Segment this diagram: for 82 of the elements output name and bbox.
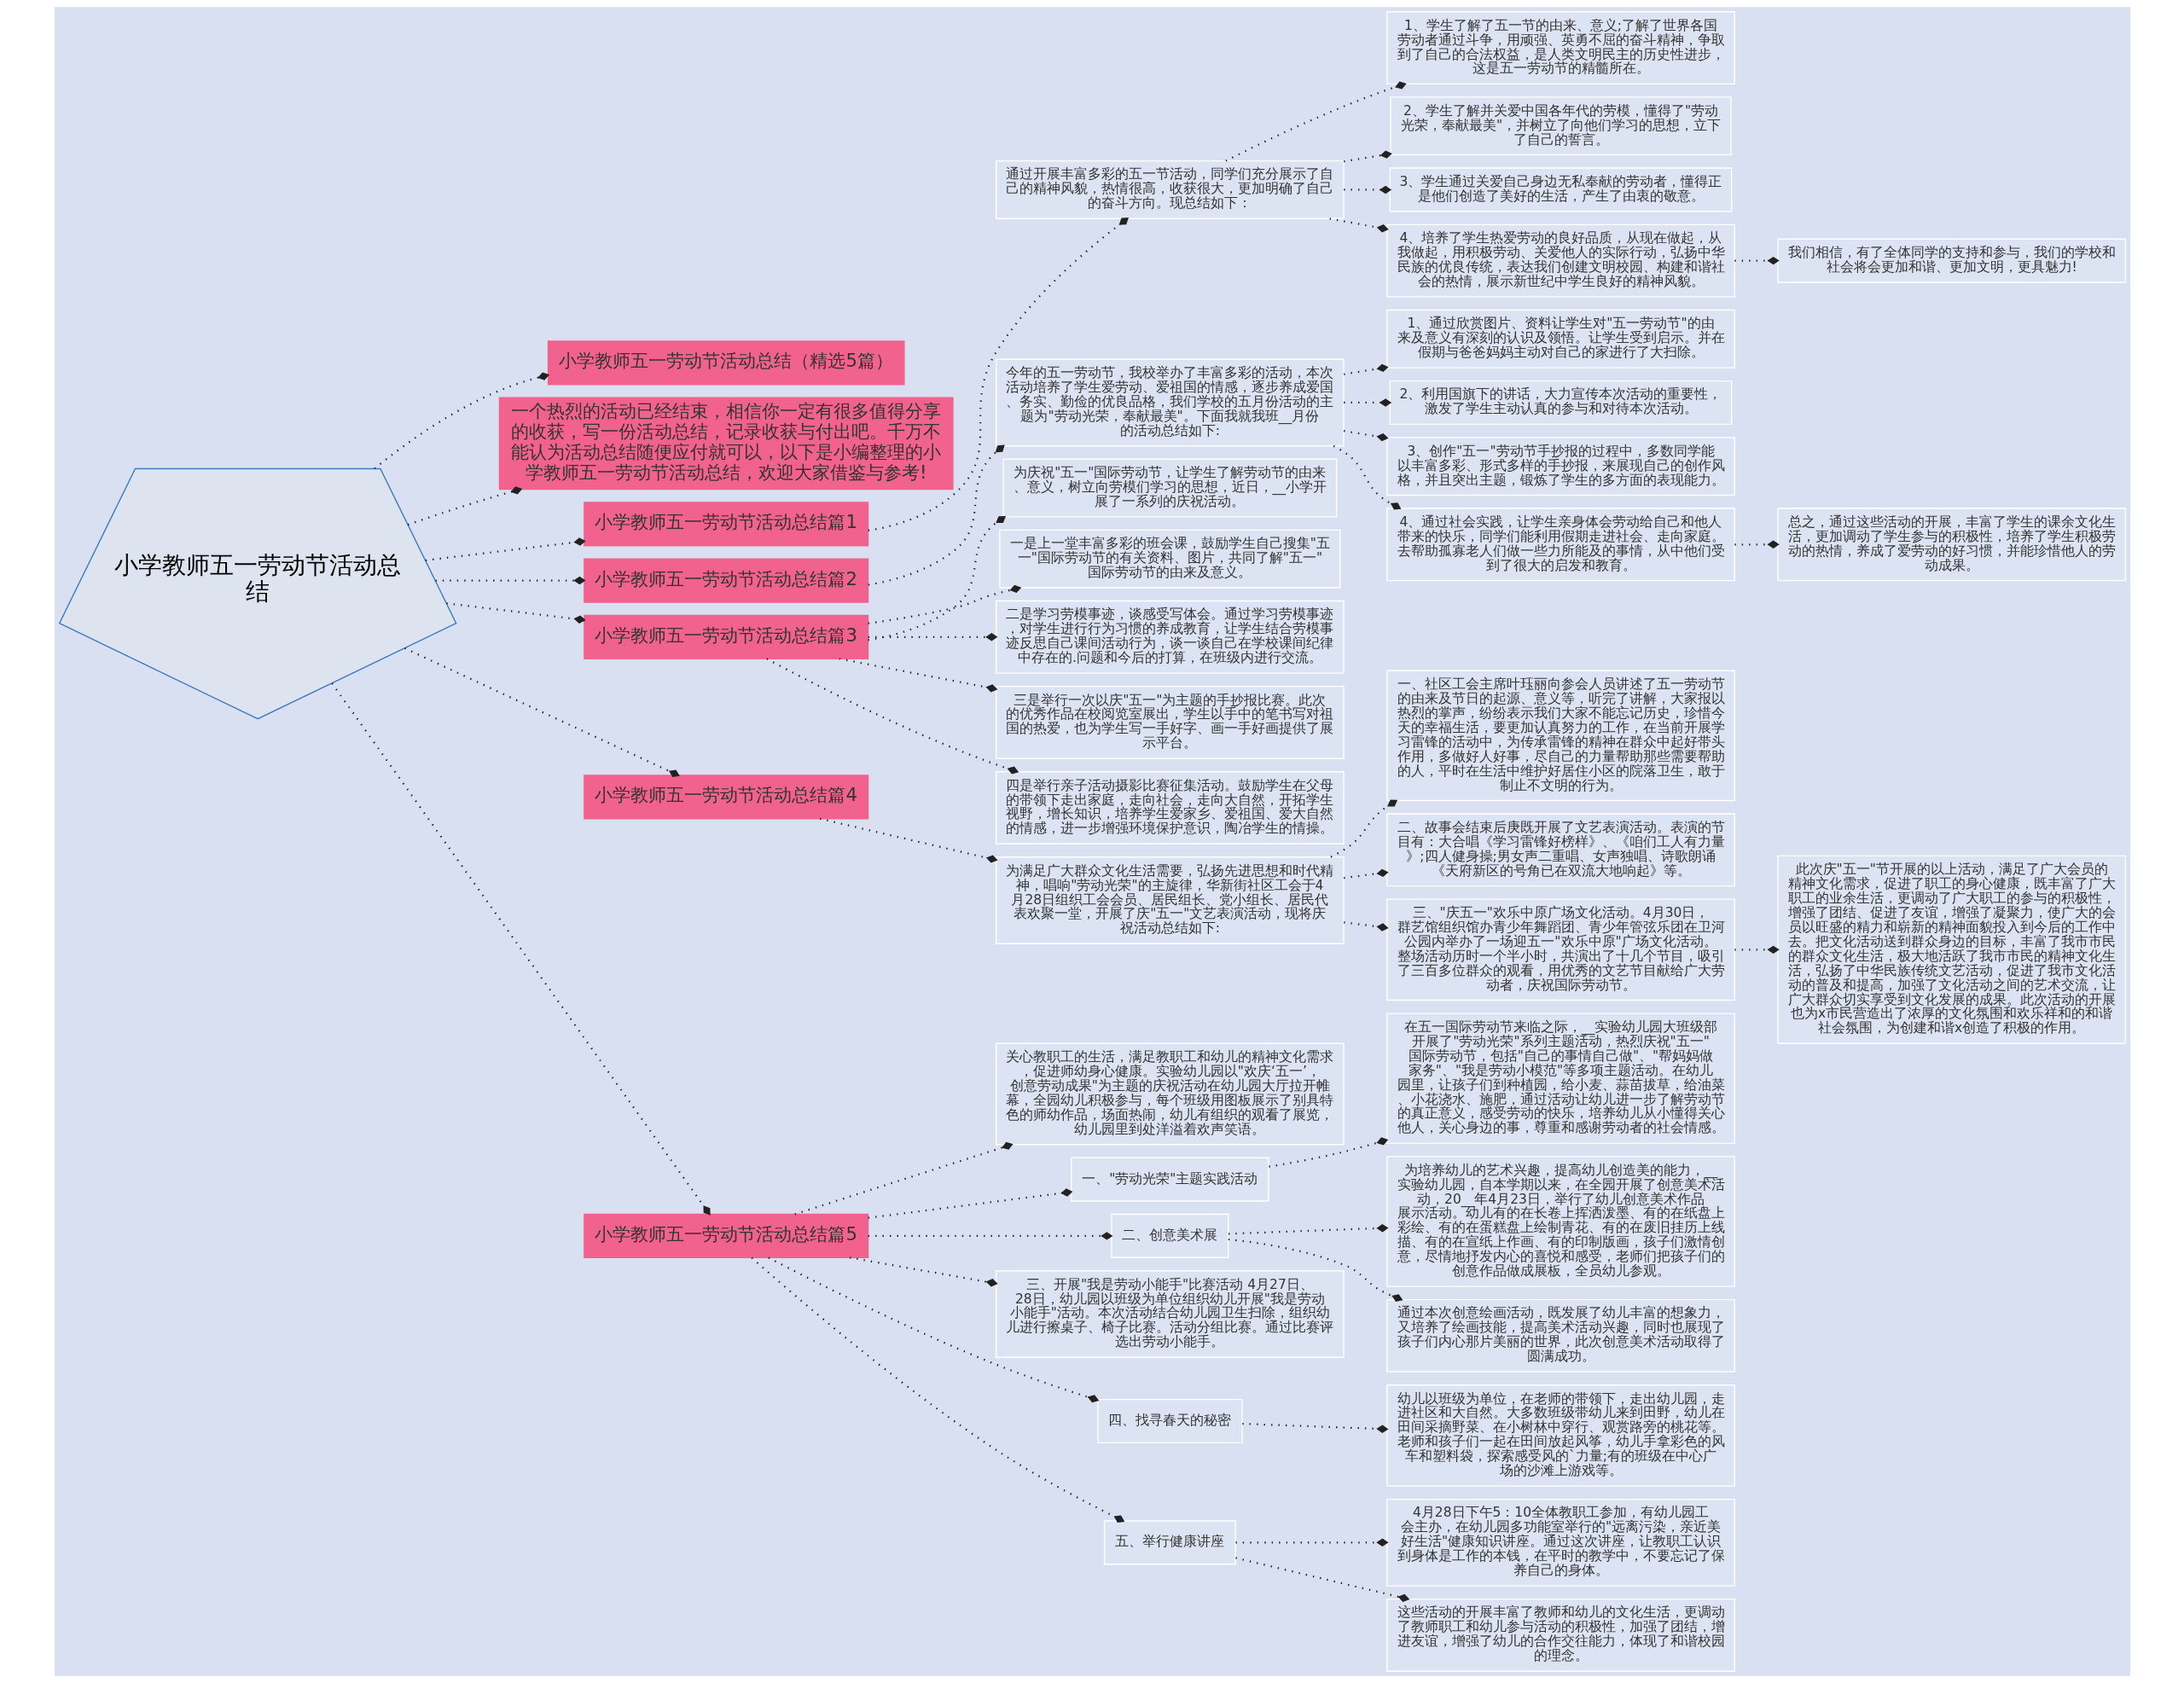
connector [1328,218,1389,233]
connector [445,602,586,624]
connector [1224,81,1407,162]
connector [1343,430,1389,442]
node-box: 在五一国际劳动节来临之际，__实验幼儿园大班级部开展了"劳动光荣"系列主题活动，热烈庆祝"五一"国际劳动节，包括"自己的事情自己做"、"帮妈妈做家务"、"我是劳动小模范"等多项主题活动。在幼儿园里，让孩子们到种植园，给小麦、蒜苗拔草，给油菜、小花浇水、施肥，通过活动让幼儿进一步了解劳动节的真正意义，感受劳动的快乐，培养幼儿从小懂得关心他人，关心身边的事，尊重和感谢劳动者的社会情感。 [1385,1013,1735,1145]
node-box: 四、找寻春天的秘密 [1096,1398,1243,1444]
node-box: 此次庆"五一"节开展的以上活动，满足了广大会员的精神文化需求，促进了职工的身心健康，既丰富了广大职工的业余生活，更调动了广大职工的参与的积极性，增强了团结、促进了友谊，增强了凝聚力，使广大的会员以旺盛的精力和崭新的精神面貌投入到今后的工作中去。把文化活动送到群众身边的目标，丰富了我市市民的群众文化生活，极大地活跃了我市市民的精神文化生活，弘扬了中华民族传统文艺活动，促进了我市文化活动的普及和提高，加强了文化活动之间的艺术交流，让广大群众切实享受到文化发展的成果。此次活动的开展也为x市民营造出了浓厚的文化氛围和欢乐祥和的和谐社会氛围，为创建和谐x创造了积极的作用。 [1776,855,2126,1045]
node-box: 三、开展"我是劳动小能手"比赛活动 4月27日、28日，幼儿园以班级为单位组织幼儿开展"我是劳动小能手"活动。本次活动结合幼儿园卫生扫除，组织幼儿进行擦桌子、椅子比赛。活动分组比赛。通过比赛评选出劳动小能手。 [995,1270,1345,1358]
node-box: 这些活动的开展丰富了教师和幼儿的文化生活，更调动了教师职工和幼儿参与活动的积极性，加强了团结，增进友谊，增强了幼儿的合作交往能力，体现了和谐校园的理念。 [1385,1598,1735,1672]
connector [1343,185,1391,194]
connector [839,658,997,693]
node-box: 总之，通过这些活动的开展，丰富了学生的课余文化生活，更加调动了学生参与的积极性，培养了学生积极劳动的热情，养成了爱劳动的好习惯，并能珍惜他人的劳动成果。 [1776,508,2126,582]
connector [1228,1238,1403,1302]
connector [1734,945,1780,955]
node-box: 通过开展丰富多彩的五一节活动，同学们充分展示了自己的精神风貌，热情很高，收获很大，更加明确了自己的奋斗方向。现总结如下： [995,160,1345,219]
node-box: 幼儿以班级为单位，在老师的带领下，走出幼儿园，走进社区和大自然。大多数班级带幼儿来到田野，幼儿在田间采摘野菜、在小树林中穿行、观赏路旁的桃花等。老师和孩子们一起在田间放起风筝，幼儿手拿彩色的风车和塑料袋，探索感受风的`力量;有的班级在中心广场的沙滩上游戏等。 [1385,1384,1735,1487]
connector [1734,540,1780,549]
connector [1343,868,1389,879]
connector [867,516,1006,641]
node-box: 1、学生了解了五一节的由来、意义;了解了世界各国劳动者通过斗争，用顽强、英勇不屈的奋斗精神，争取到了自己的合法权益，是人类文明民主的历史性进步，这是五一劳动节的精髓所在。 [1385,11,1735,85]
connector [1343,921,1389,931]
connector [868,1232,1112,1240]
node-box: 通过本次创意绘画活动，既发展了幼儿丰富的想象力，又培养了绘画技能，提高美术活动兴趣，同时也展现了孩子们内心那片美丽的世界，此次创意美术活动取得了圆满成功。 [1385,1298,1735,1373]
node-box: 五、举行健康讲座 [1103,1520,1236,1565]
node-box: 4、培养了学生热爱劳动的良好品质，从现在做起，从我做起，用积极劳动、关爱他人的实际行动，弘扬中华民族的优良传统，表达我们创建文明校园、构建和谐社会的热情，展示新世纪中学生良好的精神风貌。 [1385,223,1735,298]
connector [1343,398,1391,407]
connector [765,658,1019,775]
node-box: 我们相信，有了全体同学的支持和参与，我们的学校和社会将会更加和谐、更加文明，更具魅力! [1776,238,2126,283]
connector [819,817,998,863]
connector [1228,1223,1388,1235]
node-box: 二、创意美术展 [1110,1213,1228,1258]
connector [1268,1137,1388,1168]
node-box: 小学教师五一劳动节活动总结篇4 [583,775,868,820]
connector [1333,444,1401,510]
node-box: 二是学习劳模事迹，谈感受写体会。通过学习劳模事迹，对学生进行行为习惯的养成教育，让学生结合劳模事迹反思自己课间活动行为，谈一谈自己在学校课间纪律中存在的.问题和今后的打算，在班级内进行交流。 [995,600,1345,674]
connector [868,633,997,641]
connector [425,537,586,562]
node-box: 小学教师五一劳动节活动总结篇1 [583,502,868,547]
node-box: 2、学生了解并关爱中国各年代的劳模，懂得了"劳动光荣，奉献最美"，并树立了向他们学习的思想，立下了自己的誓言。 [1389,96,1732,156]
connector [849,1256,998,1287]
connector [407,486,522,526]
connector [868,584,1021,624]
node-box: 小学教师五一劳动节活动总结（精选5篇） [547,340,905,386]
node-box: 为满足广大群众文化生活需要，弘扬先进思想和时代精神，唱响"劳动光荣"的主旋律，华新街社区工会于4月28日组织工会会员、居民组长、党小组长、居民代表欢聚一堂，开展了庆"五一"文艺表演活动，现将庆祝活动总结如下: [995,856,1345,945]
node-box: 一个热烈的活动已经结束，相信你一定有很多值得分享的收获，写一份活动总结，记录收获与付出吧。千万不能认为活动总结随便应付就可以，以下是小编整理的小学教师五一劳动节活动总结，欢迎大家借鉴与参考! [498,397,954,490]
connector [1343,150,1392,163]
connector [868,444,1005,586]
node-box: 三、"庆五一"欢乐中原广场文化活动。4月30日，群艺馆组织馆办青少年舞蹈团、青少年管弦乐团在卫河公园内举办了一场迎五一"欢乐中原"广场文化活动。整场活动历时一个半小时，共演出了十几个节目，吸引了三百多位群众的观看，用优秀的文艺节目献给广大劳动者，庆祝国际劳动节。 [1385,898,1735,1001]
connector [867,218,1129,532]
node-box: 今年的五一劳动节，我校举办了丰富多彩的活动，本次活动培养了学生爱劳动、爱祖国的情感，逐步养成爱国、务实、勤俭的优良品格，我们学校的五月份活动的主题为"劳动光荣，奉献最美"。下面我就我班__月份的活动总结如下: [995,358,1345,447]
node-box: 小学教师五一劳动节活动总结篇5 [583,1213,868,1258]
connector [793,1141,1014,1216]
node-box: 3、学生通过关爱自己身边无私奉献的劳动者，懂得正是他们创造了美好的生活，产生了由衷的敬意。 [1389,167,1732,212]
node-box: 关心教职工的生活，满足教职工和幼儿的精神文化需求，促进师幼身心健康。实验幼儿园以"欢庆‘五一’，创意劳动成果"为主题的庆祝活动在幼儿园大厅拉开帷幕，全园幼儿积极参与，每个班级用图板展示了别具特色的师幼作品，场面热闹，幼儿有组织的观看了展览，幼儿园里到处洋溢着欢声笑语。 [995,1042,1345,1146]
node-box: 四是举行亲子活动摄影比赛征集活动。鼓励学生在父母的带领下走出家庭，走向社会，走向大自然，开拓学生视野，增长知识，培养学生爱家乡、爱祖国、爱大自然的情感，进一步增强环境保护意识，陶冶学生的情操。 [995,771,1345,845]
node-box: 小学教师五一劳动节活动总结篇3 [583,614,868,659]
connector [1343,363,1389,375]
connector [330,682,711,1216]
connector [767,1256,1099,1403]
connector [434,576,585,585]
connector [404,647,680,778]
connector [751,1256,1124,1523]
connector [1734,256,1780,265]
node-box: 3、创作"五一"劳动节手抄报的过程中，多数同学能以丰富多彩、形式多样的手抄报，来展现自己的创作风格，并且突出主题，锻炼了学生的多方面的表现能力。 [1385,437,1735,496]
node-box: 一、社区工会主席叶珏丽向参会人员讲述了五一劳动节的由来及节日的起源、意义等，听完了讲解，大家报以热烈的掌声，纷纷表示我们大家不能忘记历史，珍惜今天的幸福生活，要更加认真努力的工作，在当前开展学习雷锋的活动中，为传承雷锋的精神在群众中起好带头作用，多做好人好事，尽自己的力量帮助那些需要帮助的人，平时在生活中维护好居住小区的院落卫生，敢于制止不文明的行为。 [1385,670,1735,802]
node-box: 4、通过社会实践，让学生亲身体会劳动给自己和他人带来的快乐，同学们能利用假期走进社会、走向家庭。去帮助孤寡老人们做一些力所能及的事情，从中他们受到了很大的启发和教育。 [1385,508,1735,582]
node-box: 为庆祝"五一"国际劳动节，让学生了解劳动节的由来、意义，树立向劳模们学习的思想，近日，__小学开展了一系列的庆祝活动。 [1002,458,1337,518]
node-box: 三是举行一次以庆"五一"为主题的手抄报比赛。此次的优秀作品在校阅览室展出，学生以手中的笔书写对祖国的热爱，也为学生写一手好字、画一手好画提供了展示平台。 [995,685,1345,759]
connector [1330,799,1397,858]
node-box: 一、"劳动光荣"主题实践活动 [1070,1157,1269,1202]
node-box: 4月28日下午5：10全体教职工参加，有幼儿园工会主办，在幼儿园多功能室举行的"远离污染，亲近美好生活"健康知识讲座。通过这次讲座，让教职工认识到身体是工作的本钱，在平时的教学中，不要忘记了保养自己的身体。 [1385,1498,1735,1587]
connector [373,372,549,470]
node-box: 一是上一堂丰富多彩的班会课，鼓励学生自己搜集"五一"国际劳动节的有关资料、图片，共同了解"五一"国际劳动节的由来及意义。 [998,529,1341,589]
node-box: 1、通过欣赏图片、资料让学生对"五一劳动节"的由来及意义有深刻的认识及领悟。让学生受到启示。并在假期与爸爸妈妈主动对自己的家进行了大扫除。 [1385,309,1735,369]
connector [868,1188,1072,1219]
node-box: 2、利用国旗下的讲话，大力宣传本次活动的重要性，激发了学生主动认真的参与和对待本次活动。 [1389,380,1732,426]
connector [1234,1557,1409,1602]
node-box: 小学教师五一劳动节活动总结篇2 [583,558,868,603]
connector [1235,1538,1389,1547]
node-box: 二、故事会结束后庚既开展了文艺表演活动。表演的节目有：大合唱《学习雷锋好榜样》、《咱们工人有力量》;四人健身操;男女声二重唱、女声独唱、诗歌朗诵《天府新区的号角已在双流大地响起》等。 [1385,813,1735,887]
connector [1241,1422,1388,1433]
node-box: 为培养幼儿的艺术兴趣，提高幼儿创造美的能力，__实验幼儿园，自本学期以来，在全园开展了创意美术活动，20__年4月23日，举行了幼儿创意美术作品展示活动。幼儿有的在长卷上挥洒泼墨、有的在纸盘上彩绘、有的在蛋糕盘上绘制青花、有的在废旧挂历上线描、有的在宣纸上作画、有的印制版画，孩子们激情创意，尽情地抒发内心的喜悦和感受，老师们把孩子们的创意作品做成展板，全员幼儿参观。 [1385,1156,1735,1287]
